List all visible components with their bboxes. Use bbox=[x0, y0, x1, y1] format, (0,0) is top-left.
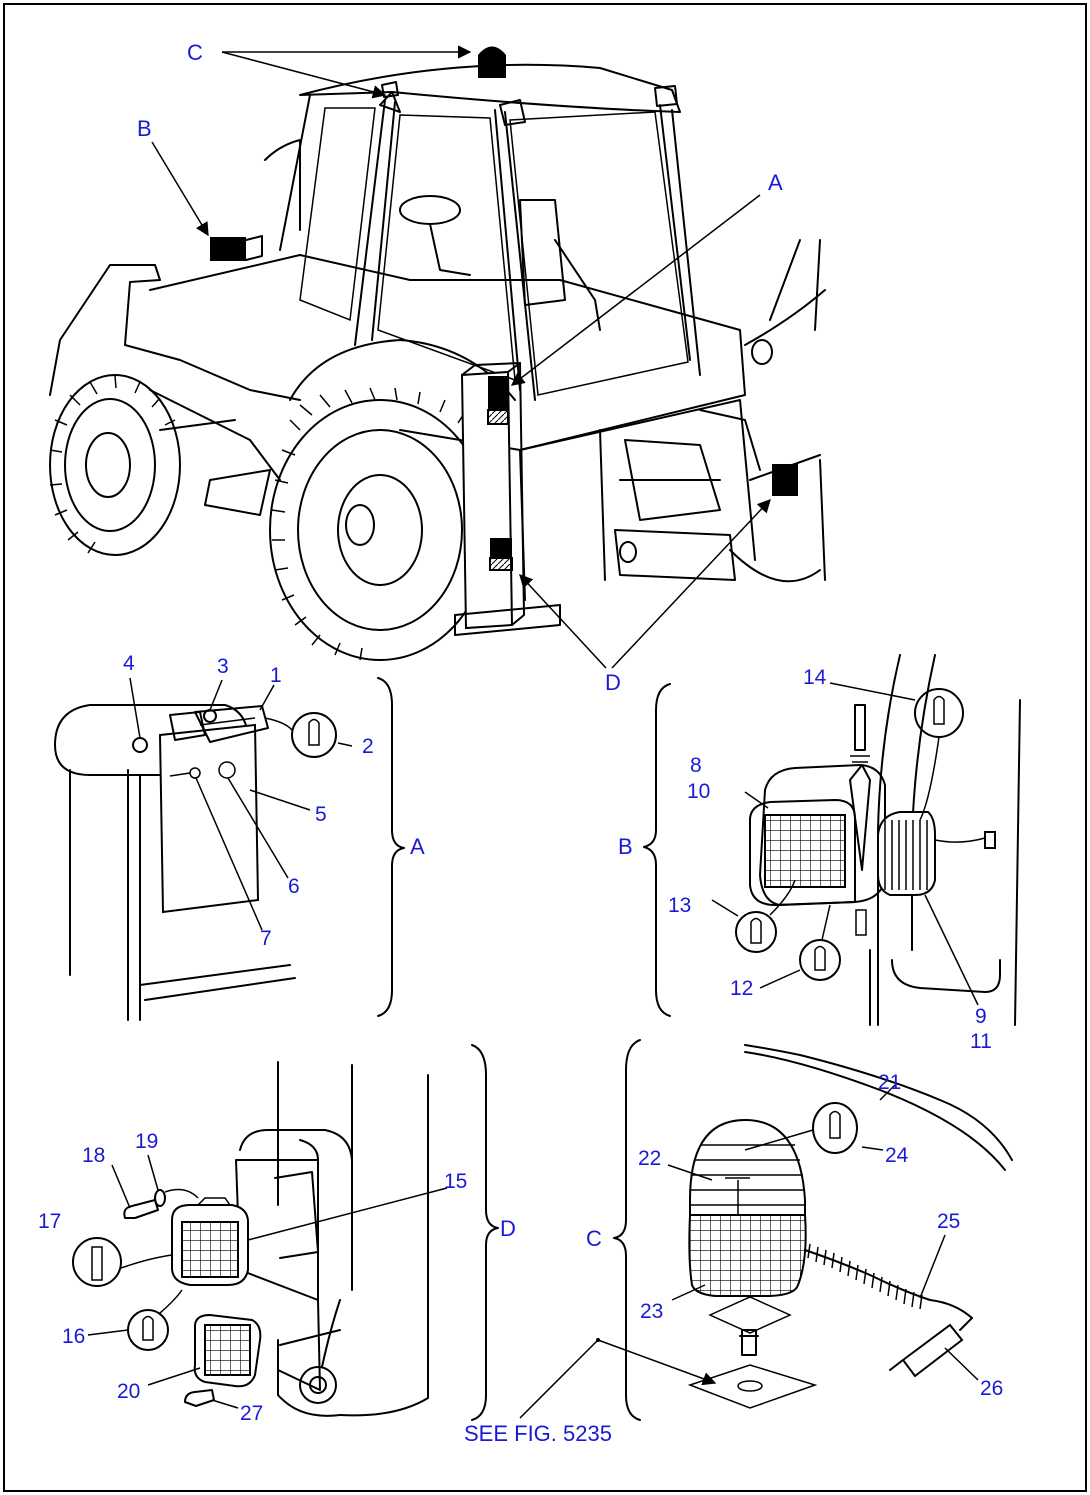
callout-19: 19 bbox=[135, 1130, 158, 1153]
callout-10: 10 bbox=[687, 780, 710, 803]
callout-3: 3 bbox=[217, 655, 229, 678]
callout-1: 1 bbox=[270, 664, 282, 687]
callout-13: 13 bbox=[668, 894, 691, 917]
callout-22: 22 bbox=[638, 1147, 661, 1170]
callout-b-top: B bbox=[137, 116, 152, 141]
callout-a-top: A bbox=[768, 170, 783, 195]
detail-b-view bbox=[643, 654, 1021, 1026]
callout-14: 14 bbox=[803, 666, 827, 689]
callout-c-top: C bbox=[187, 40, 203, 65]
callout-21: 21 bbox=[878, 1071, 901, 1094]
callout-16: 16 bbox=[62, 1325, 85, 1348]
callout-9: 9 bbox=[975, 1005, 987, 1028]
callout-17: 17 bbox=[38, 1210, 61, 1233]
callout-4: 4 bbox=[123, 652, 135, 675]
callout-20: 20 bbox=[117, 1380, 140, 1403]
callout-23: 23 bbox=[640, 1300, 663, 1323]
detail-d-view bbox=[72, 1044, 499, 1421]
machine-overview bbox=[49, 45, 826, 669]
callout-27: 27 bbox=[240, 1402, 263, 1425]
callout-18: 18 bbox=[82, 1144, 105, 1167]
detail-a-view bbox=[54, 677, 405, 1021]
callout-12: 12 bbox=[730, 977, 753, 1000]
callout-7: 7 bbox=[260, 927, 272, 950]
callout-d-top: D bbox=[605, 670, 621, 695]
callout-5: 5 bbox=[315, 803, 327, 826]
detail-c-view bbox=[519, 1039, 1013, 1421]
callout-2: 2 bbox=[362, 735, 374, 758]
callout-26: 26 bbox=[980, 1377, 1003, 1400]
callout-d-detail: D bbox=[500, 1216, 516, 1241]
callout-25: 25 bbox=[937, 1210, 960, 1233]
callout-b-detail: B bbox=[618, 834, 633, 859]
callout-8: 8 bbox=[690, 754, 702, 777]
callout-11: 11 bbox=[970, 1030, 992, 1053]
outer-frame bbox=[3, 3, 1087, 1492]
callout-labels: C B A D 4 3 1 2 5 6 7 A 14 8 10 B 13 12 … bbox=[38, 40, 1003, 1446]
reference-note: SEE FIG. 5235 bbox=[464, 1421, 612, 1446]
callout-6: 6 bbox=[288, 875, 300, 898]
callout-15: 15 bbox=[444, 1170, 467, 1193]
callout-c-detail: C bbox=[586, 1226, 602, 1251]
callout-24: 24 bbox=[885, 1144, 909, 1167]
callout-a-detail: A bbox=[410, 834, 425, 859]
